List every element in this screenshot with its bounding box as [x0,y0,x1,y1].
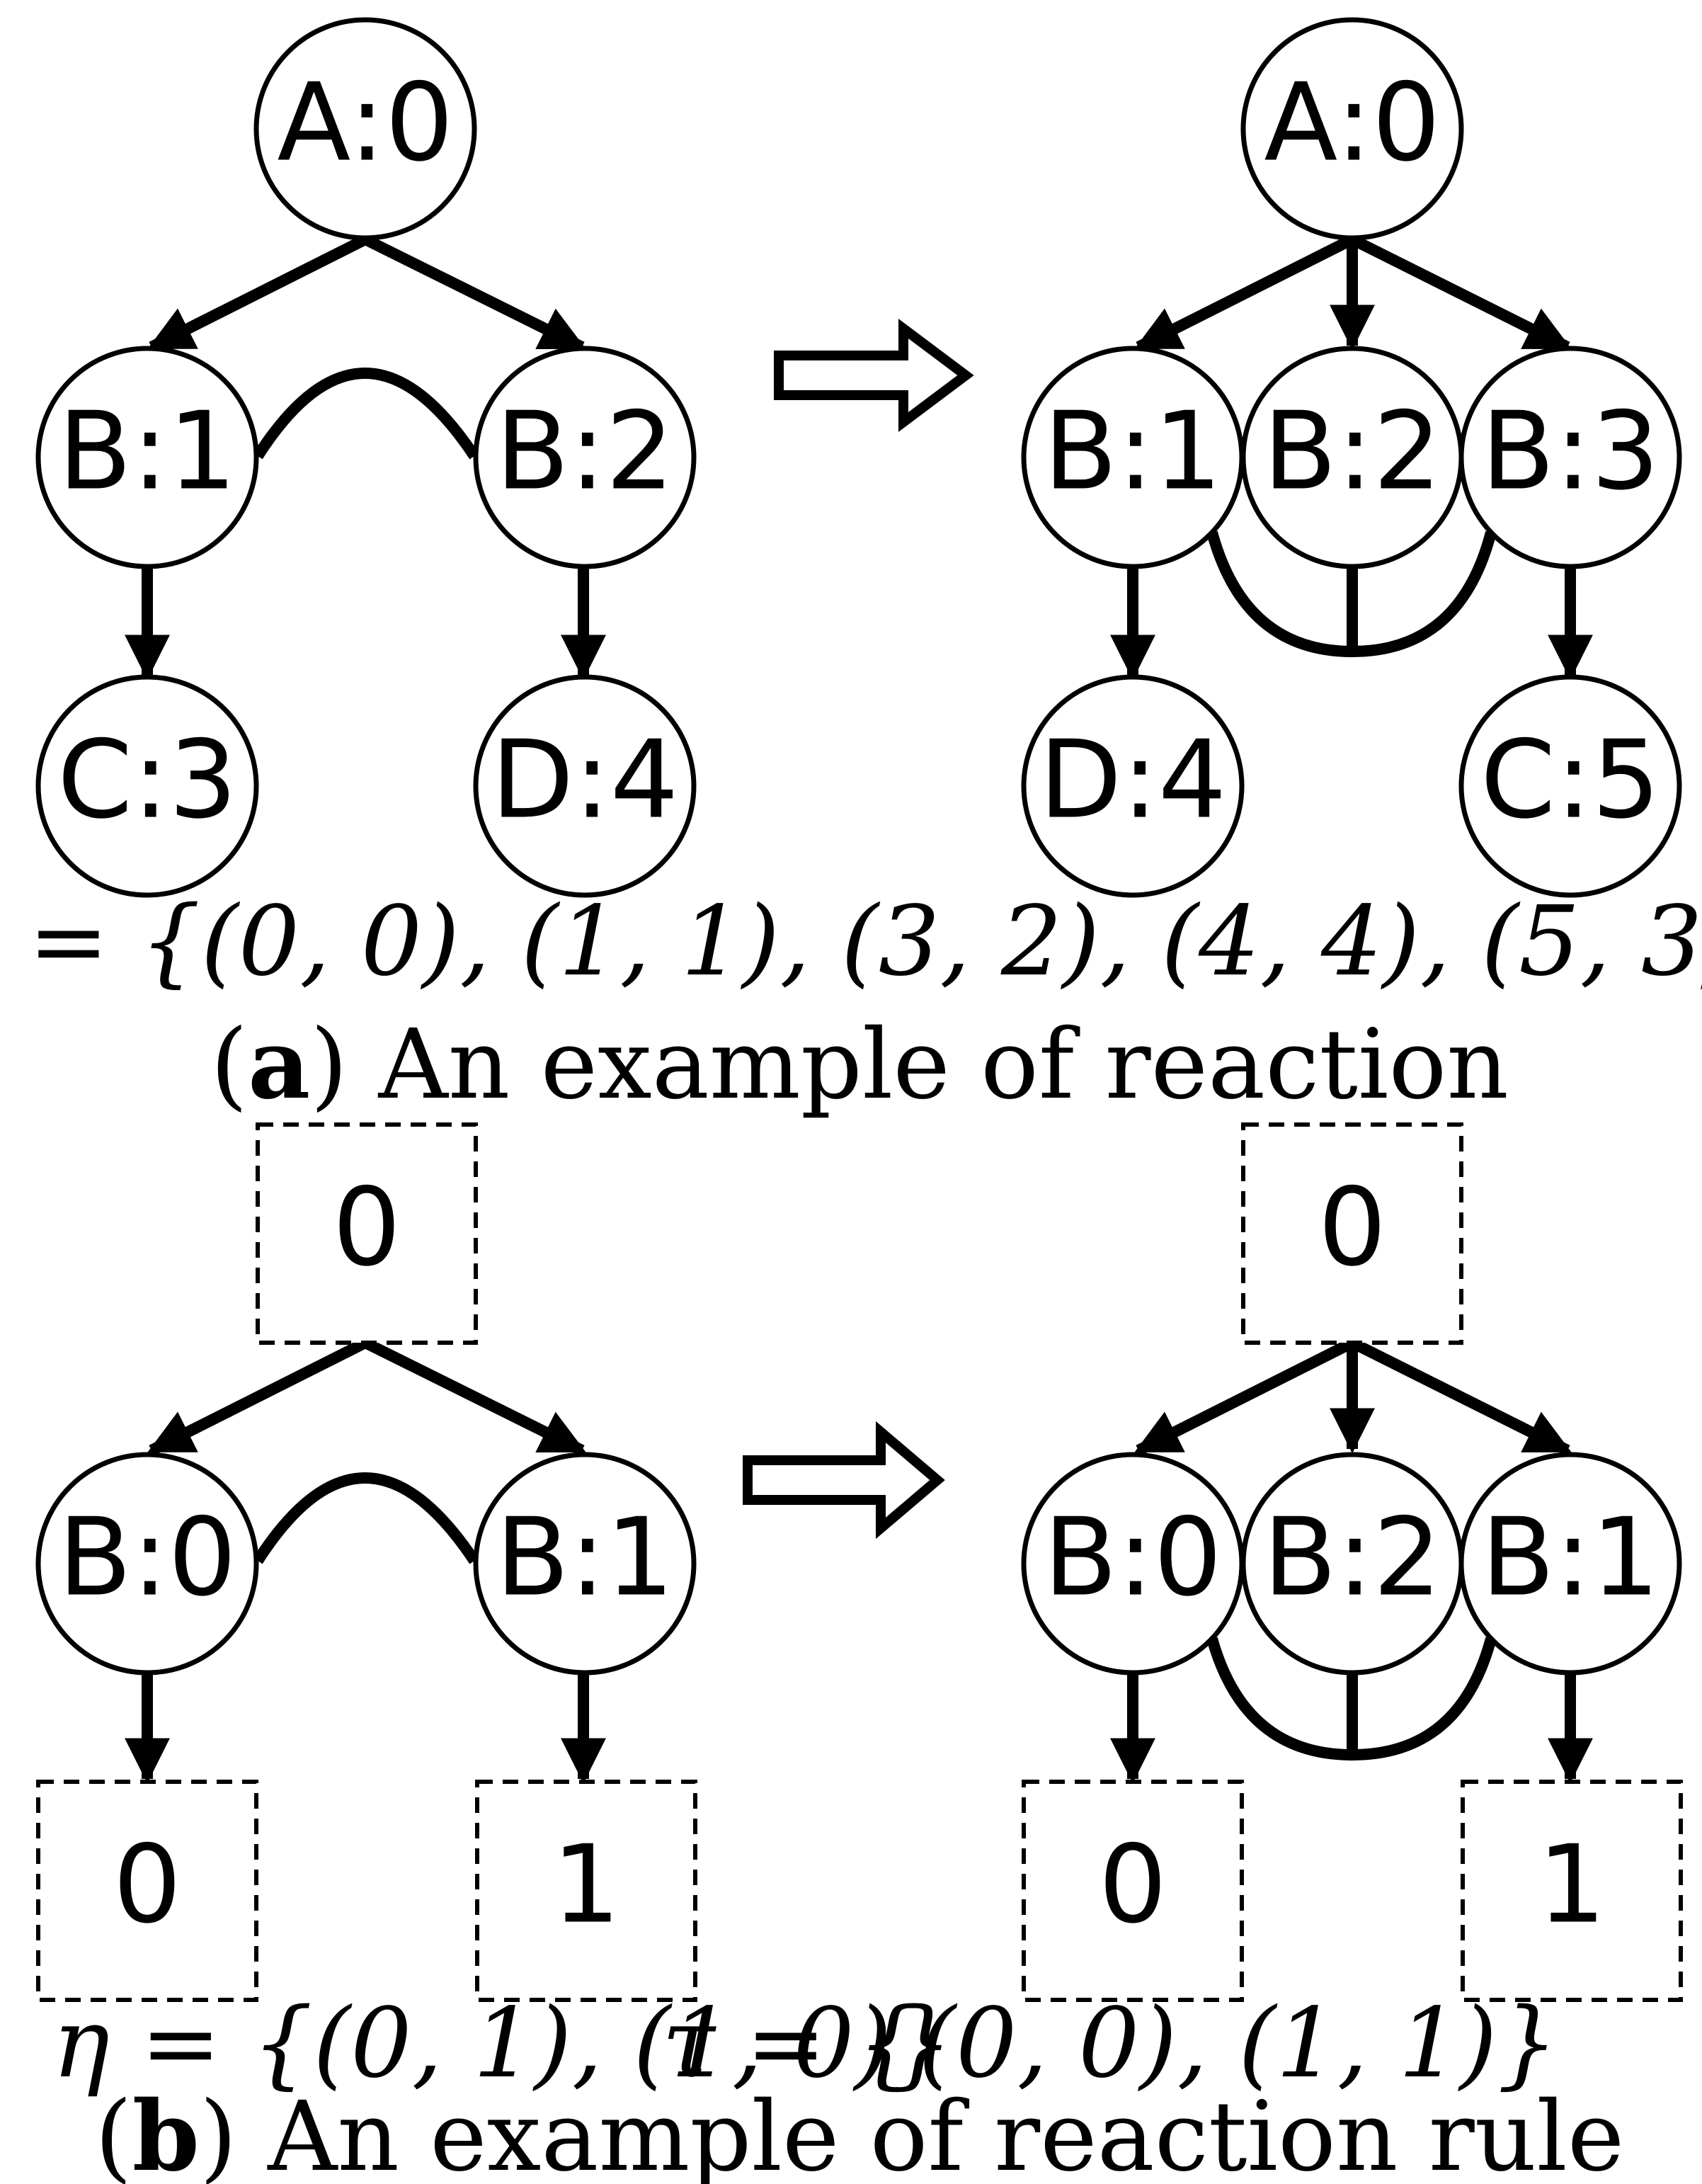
placeholder-rule-bl [36,1780,258,2002]
node-c3-label: C:3 [57,717,237,843]
node-a0 [253,17,477,241]
placeholder-rule-br [475,1780,697,2002]
panel-b: 0 B:0 B:1 0 1 0 B:0 B:2 B:1 0 1 η = {(0,… [35,1122,1683,2184]
placeholder-rule-top-label: 0 [333,1165,401,1290]
placeholder-rule-br-label: 1 [552,1822,621,1947]
placeholder-rule-r-top-label: 0 [1318,1165,1387,1290]
caption-b-letter: b [132,2080,200,2184]
placeholder-rule-bl-label: 0 [113,1822,182,1947]
edge-rule-top-b1 [362,1337,586,1456]
node-b2-label: B:2 [496,389,674,514]
edge-r-a0-b3 [1349,234,1572,353]
node-r-b1-label: B:1 [1044,389,1222,514]
transform-arrow-b [743,1421,945,1540]
caption-a-text: An example of reaction [378,1009,1509,1121]
edge-rule-r-top-b0 [1134,1337,1355,1456]
node-b1 [35,346,259,569]
node-rule-r-b1-label: B:1 [1481,1495,1660,1620]
node-r-c5 [1458,674,1682,898]
formula-eta: η = {(0, 1), (1, 0)} [52,1988,954,2100]
placeholder-rule-r-bl [1022,1780,1244,2002]
bond-b1-b2 [253,368,479,460]
node-r-c5-label: C:5 [1480,717,1660,843]
placeholder-rule-top [256,1122,478,1345]
node-a0-label: A:0 [277,60,453,186]
edge-a0-b2 [362,234,586,353]
node-rule-b0-label: B:0 [58,1495,236,1620]
formula-tau: τ = {(0, 0), (1, 1)} [662,1988,1558,2100]
node-rule-b1-label: B:1 [496,1495,674,1620]
edge-rule-r-top-b1 [1349,1337,1572,1456]
node-d4-label: D:4 [491,717,679,843]
node-b1-label: B:1 [58,389,236,514]
node-rule-b0 [35,1452,259,1676]
placeholder-rule-r-bl-label: 0 [1099,1822,1167,1947]
caption-b: (b) An example of reaction rule [95,2080,1625,2184]
placeholder-rule-r-br [1461,1780,1683,2002]
panel-a: A:0 B:1 B:2 C:3 D:4 A:0 B:1 B:2 B:3 D:4 … [0,17,1702,1121]
node-rule-r-b0-label: B:0 [1044,1495,1222,1620]
caption-a-letter: a [248,1008,310,1121]
node-rule-b1 [473,1452,697,1676]
node-r-b2-label: B:2 [1263,389,1441,514]
edge-r-a0-b1 [1134,234,1355,353]
caption-b-text: An example of reaction rule [267,2081,1624,2184]
placeholder-rule-r-top [1241,1122,1463,1345]
edge-rule-top-b0 [147,1337,368,1456]
bond-rule-b0-b1 [253,1472,479,1564]
node-c3 [35,674,259,898]
node-rule-r-b2-label: B:2 [1263,1495,1441,1620]
placeholder-rule-r-br-label: 1 [1538,1822,1606,1947]
formula-sigma: σ = {(0, 0), (1, 1), (3, 2), (4, 4), (5,… [0,886,1702,998]
edge-a0-b1 [147,234,368,353]
node-r-d4 [1021,674,1245,898]
node-r-b3-label: B:3 [1481,389,1660,514]
node-rule-r-b1 [1458,1452,1682,1676]
transform-arrow-a [774,319,974,432]
node-r-a0-label: A:0 [1264,60,1440,186]
node-r-d4-label: D:4 [1039,717,1227,843]
node-d4 [473,674,697,898]
node-b2 [473,346,697,569]
caption-a: (a) An example of reaction [210,1008,1509,1121]
node-r-b3 [1458,346,1682,569]
node-r-a0 [1240,17,1464,241]
